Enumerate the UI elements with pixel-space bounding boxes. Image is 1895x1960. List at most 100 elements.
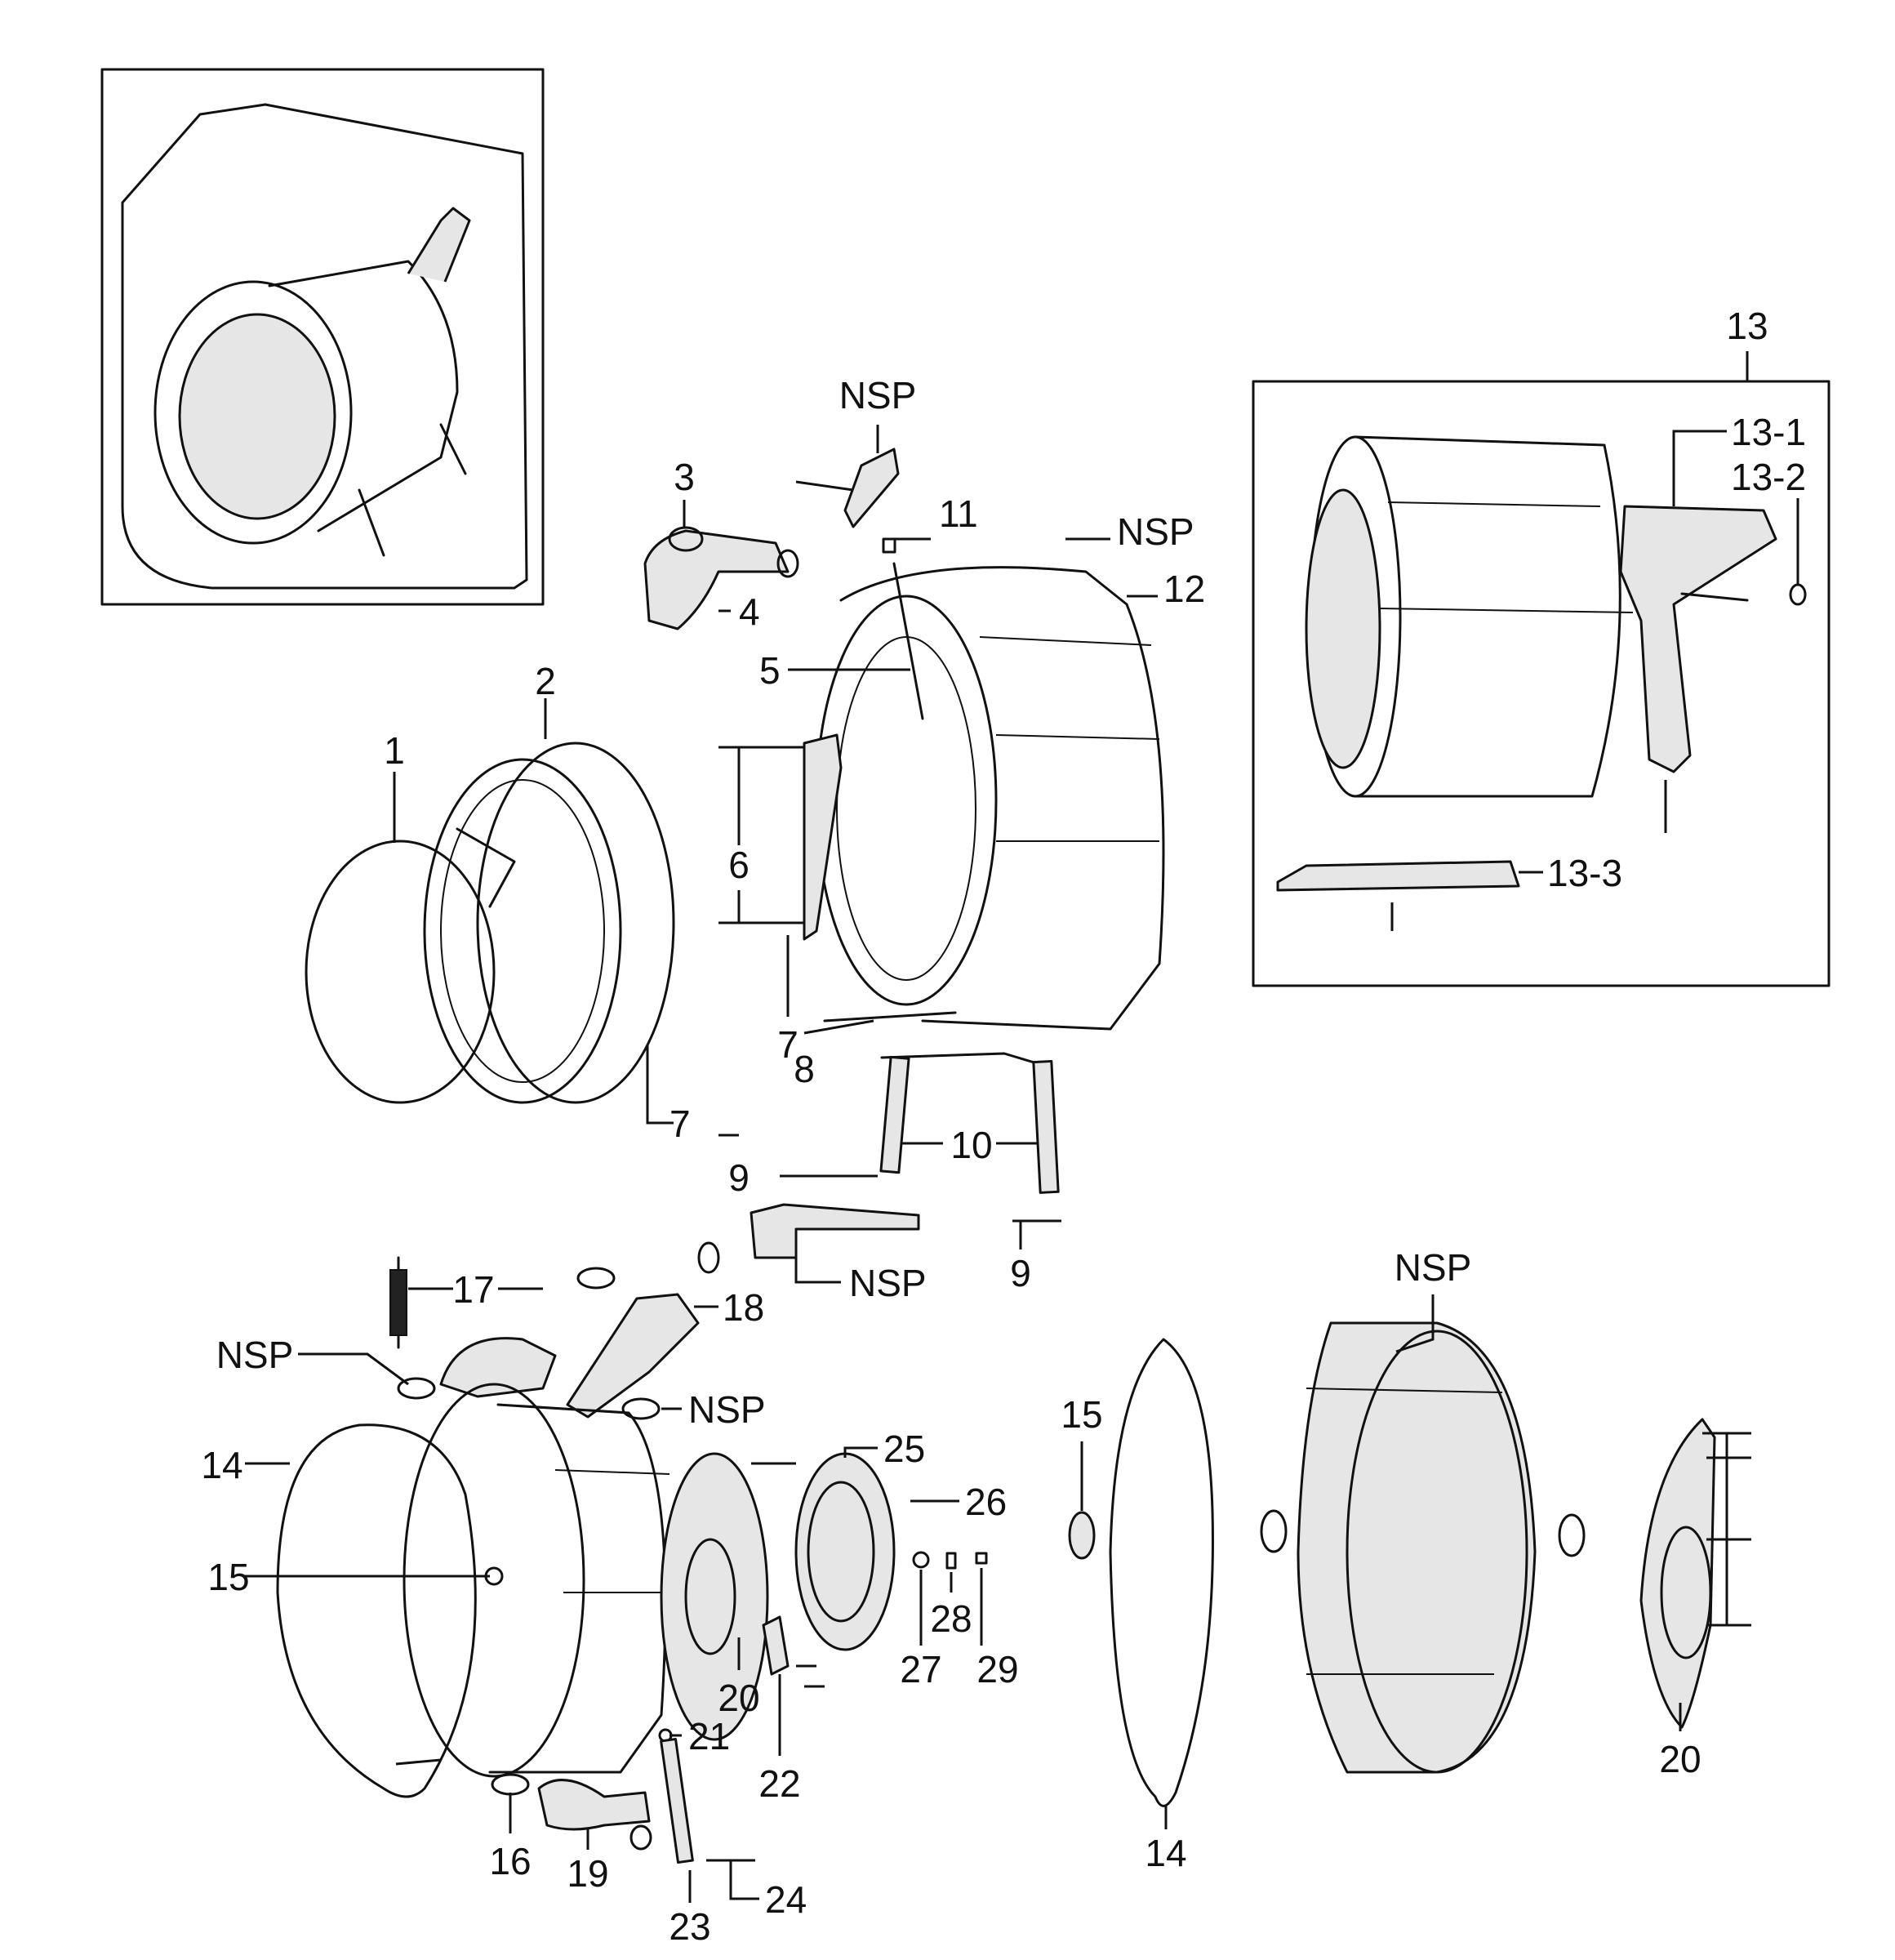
leader-24 — [729, 1860, 759, 1900]
overview-damper-right — [439, 423, 467, 475]
label-15a: 15 — [207, 1556, 249, 1598]
label-18: 18 — [723, 1286, 764, 1329]
part-7-bracket — [803, 733, 843, 941]
part-8-pin — [823, 1011, 957, 1022]
label-4: 4 — [739, 590, 760, 633]
part-27-washer — [912, 1551, 930, 1569]
label-20b: 20 — [1659, 1738, 1701, 1780]
part-3-4-hose: 3 4 — [643, 456, 799, 633]
lower-right-tub-assembly: 14 15 NSP 20 — [1061, 1246, 1751, 1874]
label-25: 25 — [883, 1428, 925, 1470]
label-13: 13 — [1726, 305, 1768, 347]
label-9a: 9 — [728, 1156, 750, 1199]
overview-inset-frame — [100, 68, 545, 606]
overview-damper-left — [358, 488, 385, 557]
label-22: 22 — [758, 1762, 800, 1805]
part-13-1-spider — [1619, 505, 1777, 773]
label-3: 3 — [674, 456, 695, 498]
overview-inset — [100, 68, 545, 606]
drum-body — [1354, 435, 1621, 798]
part-2-inner — [440, 779, 605, 1083]
clamp-18a — [576, 1267, 616, 1290]
drum-axis-line — [1379, 608, 1634, 613]
rear-tub-rib1 — [554, 1469, 670, 1475]
leader-nsp3 — [794, 1258, 841, 1284]
part-20-rear-plate — [660, 1452, 769, 1741]
nsp5-clamp — [621, 1397, 661, 1420]
label-14a: 14 — [201, 1444, 242, 1486]
part-12-front-rim — [815, 595, 998, 1006]
part-18-hose-branch — [439, 1337, 557, 1398]
label-27: 27 — [900, 1648, 941, 1690]
part-17-spring-coil — [389, 1269, 407, 1336]
part-20-hub — [684, 1538, 736, 1655]
part-18-hose — [566, 1293, 700, 1419]
label-16: 16 — [489, 1840, 531, 1882]
label-20a: 20 — [718, 1677, 759, 1719]
nsp-bracket-screw — [795, 480, 854, 492]
drum-holes-row — [1387, 501, 1601, 507]
part-28-nut — [945, 1552, 957, 1570]
label-21: 21 — [688, 1715, 730, 1757]
nsp-weight-middle: NSP — [750, 1203, 927, 1304]
overview-hose — [407, 207, 471, 283]
part-2-cable — [456, 827, 516, 908]
label-17: 17 — [452, 1268, 494, 1311]
leader-8 — [803, 1019, 874, 1035]
label-19: 19 — [567, 1852, 608, 1895]
leader-13-1 — [1672, 430, 1727, 506]
label-13-2: 13-2 — [1731, 456, 1806, 498]
part-25-rotor-inner — [807, 1481, 875, 1623]
label-28: 28 — [930, 1597, 972, 1640]
label-8: 8 — [794, 1048, 815, 1090]
rear-tub-right-rib1 — [1306, 1388, 1503, 1393]
screw-lower-1 — [395, 1758, 442, 1766]
label-1: 1 — [384, 729, 405, 772]
damper-crossbar — [880, 1052, 1047, 1067]
clamp-18b — [697, 1241, 720, 1274]
rear-tub-body — [488, 1403, 667, 1774]
leader-7b — [646, 1045, 674, 1125]
part-3-clamp — [668, 526, 704, 552]
part-12-rib1 — [979, 636, 1152, 646]
label-6: 6 — [728, 844, 750, 886]
part-13-inset-frame — [1252, 380, 1830, 987]
part-2-rim — [476, 742, 675, 1104]
parts-tub-front: 11 5 6 7 8 — [718, 492, 978, 1090]
part-10-dampers: 10 9 9 — [718, 1052, 1061, 1294]
part-15-seal-right — [1068, 1511, 1096, 1560]
part-19-drain-hose — [537, 1779, 651, 1831]
part-20-right-hub — [1660, 1526, 1712, 1659]
label-nsp5: NSP — [688, 1388, 766, 1431]
part-29-cap — [975, 1552, 988, 1565]
nsp-weight-part — [750, 1203, 920, 1259]
part-4-hose — [643, 529, 790, 630]
damper-right — [1032, 1059, 1060, 1194]
label-13-1: 13-1 — [1731, 411, 1806, 453]
label-14b: 14 — [1145, 1832, 1186, 1874]
part-13-3-lifter — [1276, 860, 1520, 892]
part-12-rib2 — [995, 734, 1160, 740]
damper-left — [879, 1055, 910, 1174]
overview-drum-opening — [178, 313, 336, 520]
label-nsp1: NSP — [839, 374, 917, 416]
label-13-3: 13-3 — [1547, 852, 1622, 894]
label-9b: 9 — [1010, 1252, 1031, 1294]
part-13-2-washer — [1789, 583, 1807, 606]
label-11: 11 — [939, 492, 978, 535]
rear-tub-right-boss-left — [1260, 1509, 1288, 1553]
part-12-opening — [836, 636, 976, 981]
label-23: 23 — [669, 1905, 710, 1948]
label-7a: 7 — [777, 1023, 798, 1066]
part-20-right-plate — [1639, 1418, 1716, 1729]
overview-cabinet-outline — [121, 103, 528, 590]
label-10: 10 — [950, 1124, 992, 1166]
part-12-body — [839, 566, 1165, 1031]
label-29: 29 — [976, 1648, 1018, 1690]
rear-tub-back-face — [403, 1383, 585, 1778]
part-22-sensor — [762, 1615, 790, 1676]
part-14-gasket-left — [276, 1423, 477, 1798]
rear-tub-right-back — [1346, 1330, 1528, 1774]
label-12: 12 — [1163, 568, 1205, 610]
